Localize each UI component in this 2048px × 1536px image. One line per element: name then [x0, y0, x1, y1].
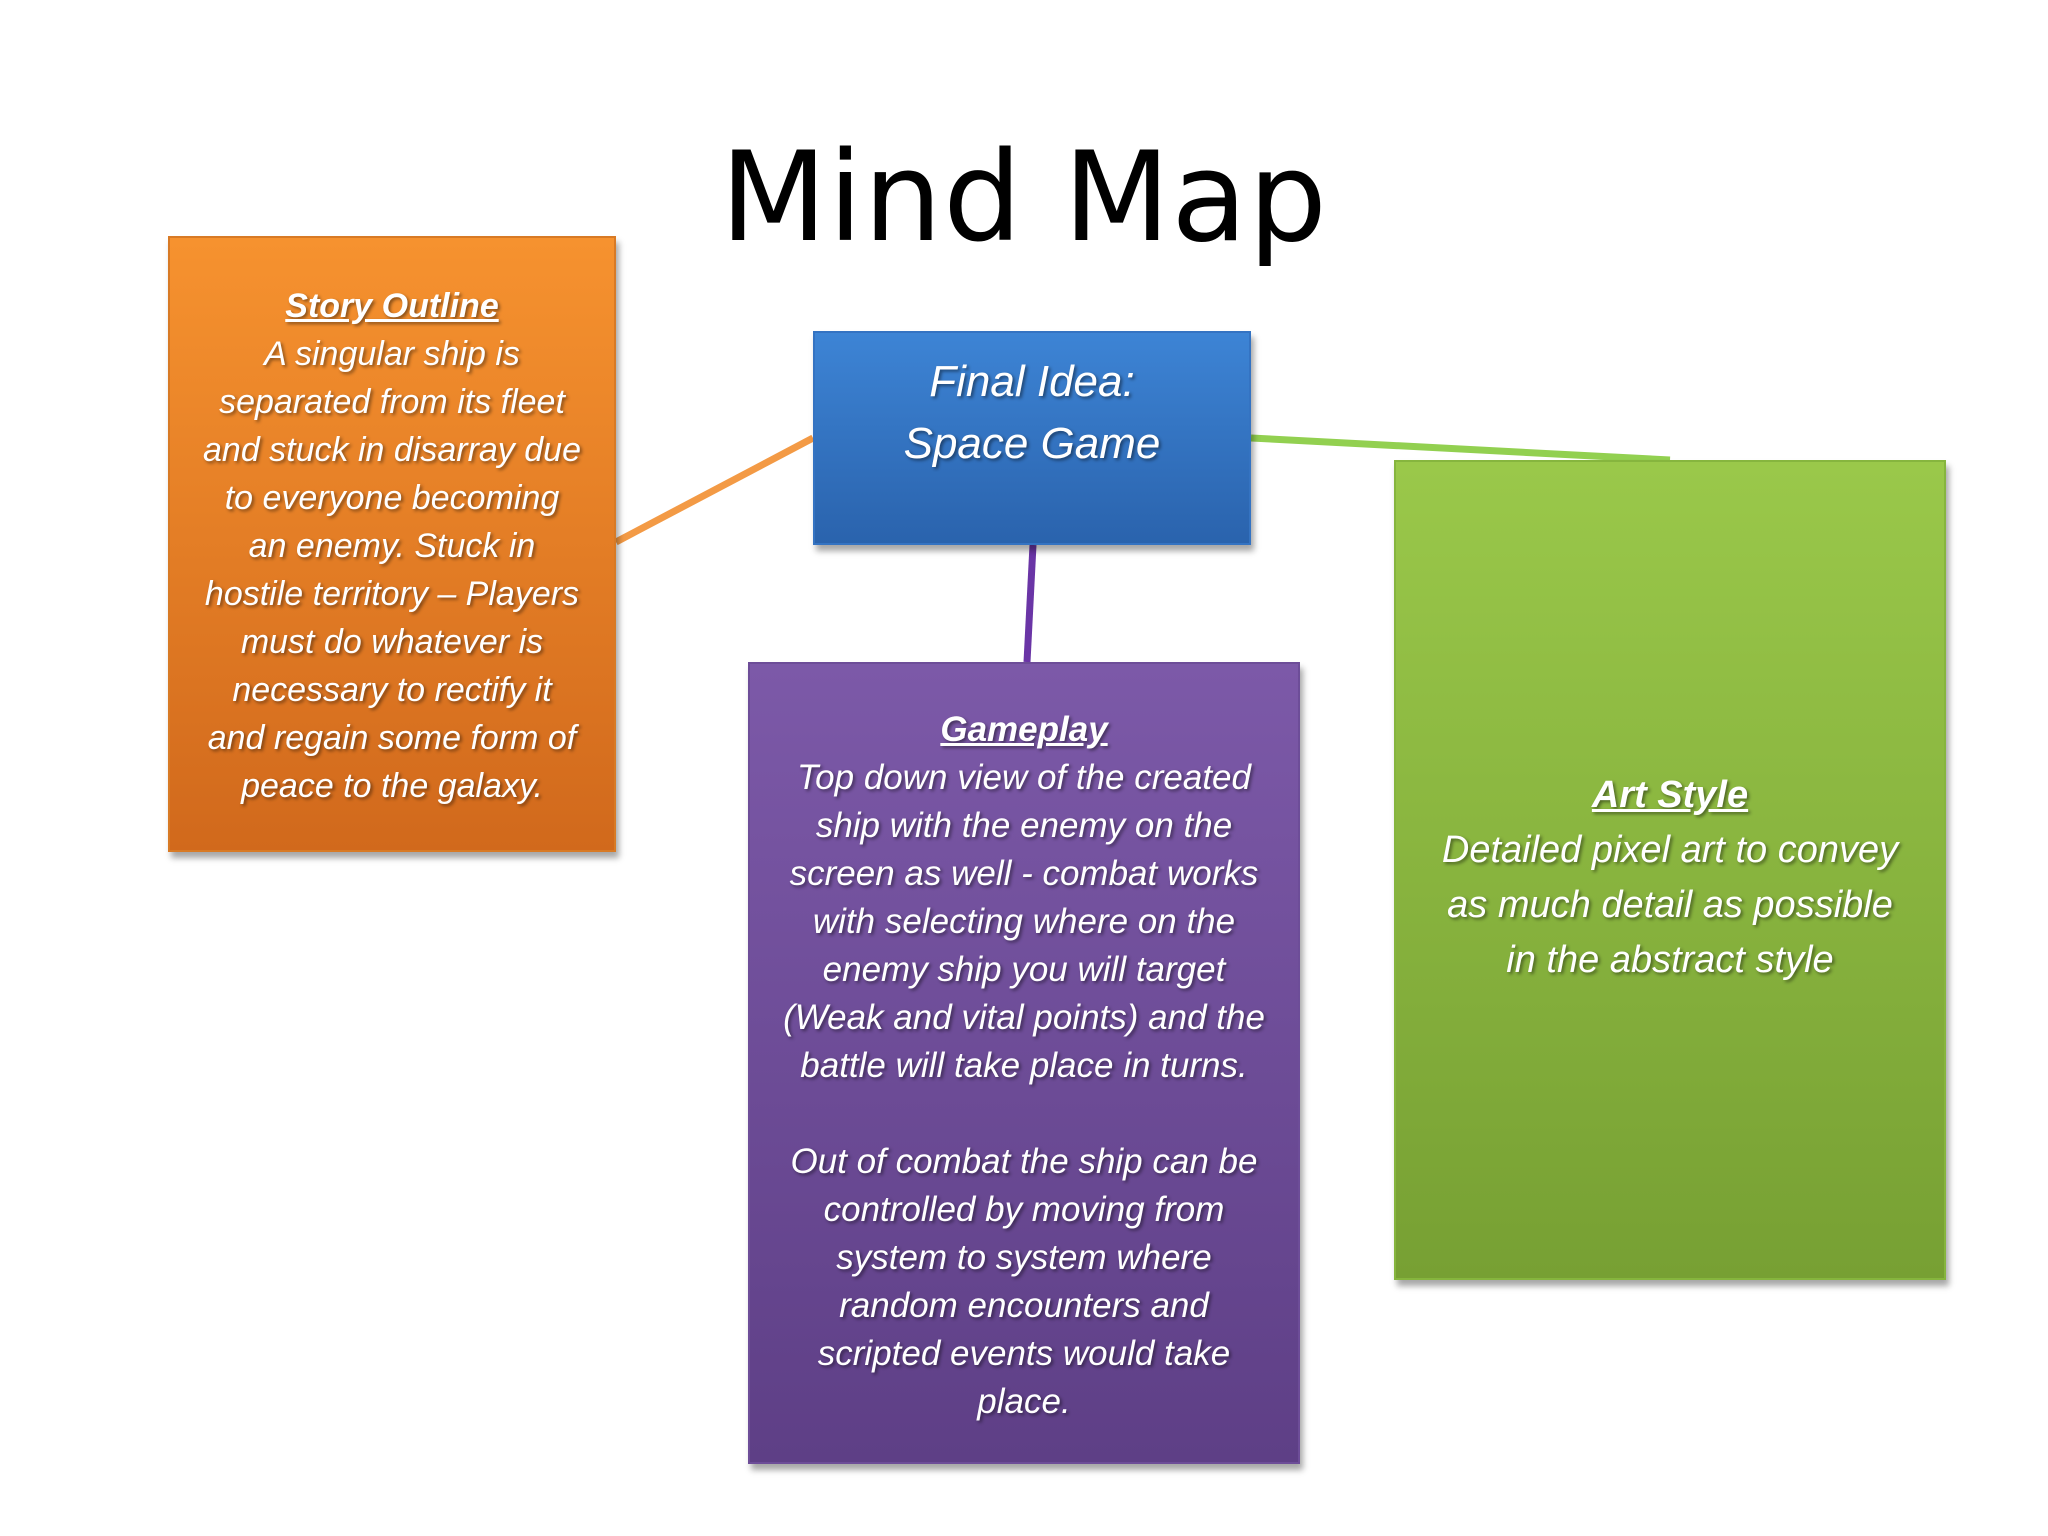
art-style-node[interactable]: Art Style Detailed pixel art to convey a… — [1394, 460, 1946, 1280]
page-title: Mind Map — [720, 126, 1328, 270]
gameplay-node[interactable]: Gameplay Top down view of the created sh… — [748, 662, 1300, 1464]
art-style-heading: Art Style — [1591, 774, 1749, 816]
central-idea-line1: Final Idea: — [929, 357, 1135, 406]
story-outline-text: A singular ship is separated from its fl… — [203, 335, 581, 805]
story-outline-node[interactable]: Story Outline A singular ship is separat… — [168, 236, 616, 852]
central-idea-line2: Space Game — [903, 419, 1161, 468]
gameplay-text: Top down view of the created ship with t… — [783, 758, 1265, 1421]
art-style-text: Detailed pixel art to convey as much det… — [1441, 829, 1899, 981]
connector-story — [614, 434, 815, 546]
central-idea-node[interactable]: Final Idea: Space Game — [813, 331, 1251, 545]
connector-gameplay — [1023, 544, 1037, 663]
gameplay-heading: Gameplay — [940, 710, 1108, 749]
connector-artstyle — [1250, 434, 1671, 464]
story-outline-heading: Story Outline — [285, 287, 499, 325]
